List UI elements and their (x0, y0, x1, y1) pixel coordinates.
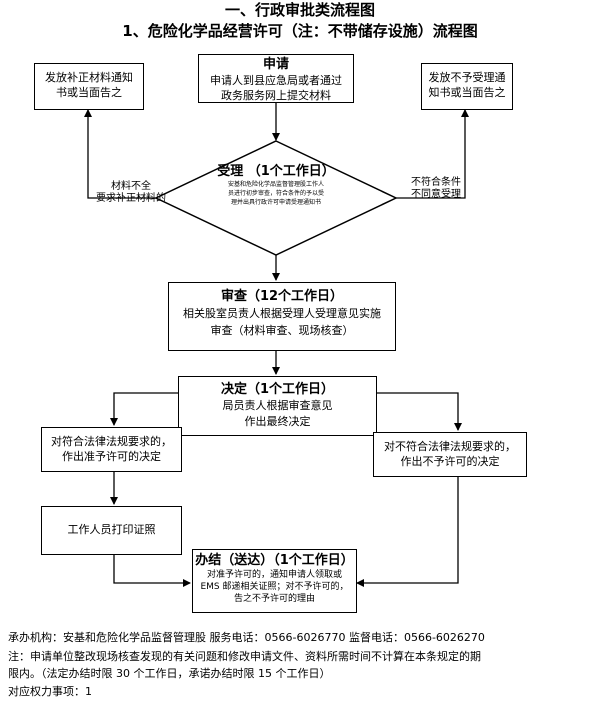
reject-notice-line2: 知书或当面告之 (428, 86, 506, 99)
review-box: 审查（12个工作日） 相关股室员责人根据受理人受理意见实施 审查（材料审查、现场… (168, 282, 396, 351)
edge-label-nonconform-line2: 不同意受理 (411, 189, 461, 200)
decide-heading: 决定（1个工作日） (220, 382, 335, 397)
review-body-line2: 审查（材料审查、现场核查） (210, 324, 354, 337)
edge-accept-to-supplement (84, 109, 156, 199)
footer-note-line2: 限内。（法定办结时限 30 个工作日，承诺办结时限 15 个工作日） (8, 667, 331, 680)
footer-note-line1: 注：申请单位整改现场核查发现的有关问题和修改申请文件、资料所需时间不计算在本条规… (8, 650, 481, 663)
review-heading: 审查（12个工作日） (220, 289, 344, 304)
accept-node: 受理 （1个工作日） 安基和危险化学品监督管理股工作人 员进行初步审查，符合条件… (196, 163, 356, 207)
edge-label-incomplete-line2: 要求补正材料的 (96, 193, 166, 204)
apply-heading: 申请 (262, 57, 289, 72)
reject-notice-box: 发放不予受理通 知书或当面告之 (421, 63, 513, 110)
accept-body-line1: 安基和危险化学品监督管理股工作人 (227, 181, 324, 188)
edge-label-nonconform: 不符合条件 不同意受理 (406, 177, 466, 201)
apply-box: 申请 申请人到县应急局或者通过 政务服务网上提交材料 (198, 54, 354, 103)
decide-box: 决定（1个工作日） 局员责人根据审查意见 作出最终决定 (178, 376, 377, 436)
reject-notice-line1: 发放不予受理通 (428, 71, 506, 84)
footer-contact: 承办机构：安基和危险化学品监督管理股 服务电话：0566-6026770 监督电… (8, 631, 485, 644)
print-box: 工作人员打印证照 (41, 506, 182, 555)
decide-body-line1: 局员责人根据审查意见 (222, 399, 333, 412)
supplement-notice-box: 发放补正材料通知 书或当面告之 (34, 63, 144, 110)
complete-body-line3: 告之不予许可的理由 (233, 594, 315, 604)
edge-decide-to-deny (376, 392, 462, 431)
apply-body-line2: 政务服务网上提交材料 (221, 89, 331, 102)
footer-power-item: 对应权力事项：1 (8, 685, 92, 698)
edge-label-incomplete: 材料不全 要求补正材料的 (90, 181, 172, 205)
deny-box: 对不符合法律法规要求的， 作出不予许可的决定 (373, 432, 527, 477)
decide-body-line2: 作出最终决定 (244, 415, 311, 428)
edge-label-incomplete-line1: 材料不全 (111, 181, 151, 192)
edge-decide-to-approve (110, 392, 178, 426)
accept-heading: 受理 （1个工作日） (217, 164, 335, 179)
edge-deny-to-complete (356, 477, 459, 587)
accept-body-line3: 理并出具行政许可申请受理通知书 (230, 199, 321, 206)
complete-body-line1: 对准予许可的，通知申请人领取或 (206, 570, 342, 580)
page-subtitle: 1、危险化学品经营许可（注：不带储存设施）流程图 (122, 22, 478, 40)
apply-body-line1: 申请人到县应急局或者通过 (210, 74, 342, 87)
accept-body-line2: 员进行初步审查，符合条件的予以受 (227, 190, 324, 197)
edge-accept-to-reject (396, 109, 469, 199)
approve-line2: 作出准予许可的决定 (62, 450, 161, 463)
deny-line2: 作出不予许可的决定 (400, 455, 500, 468)
complete-heading: 办结（送达）（1个工作日） (195, 553, 354, 568)
approve-line1: 对符合法律法规要求的， (51, 435, 172, 448)
supplement-notice-line1: 发放补正材料通知 (45, 71, 133, 84)
edge-print-to-complete (113, 555, 191, 587)
print-label: 工作人员打印证照 (67, 523, 156, 536)
complete-body-line2: EMS 邮递相关证照；对不予许可的， (200, 582, 349, 592)
page-title: 一、行政审批类流程图 (224, 1, 375, 19)
approve-box: 对符合法律法规要求的， 作出准予许可的决定 (41, 427, 182, 472)
review-body-line1: 相关股室员责人根据受理人受理意见实施 (183, 307, 381, 320)
complete-box: 办结（送达）（1个工作日） 对准予许可的，通知申请人领取或 EMS 邮递相关证照… (192, 549, 357, 613)
deny-line1: 对不符合法律法规要求的， (384, 440, 516, 453)
edge-label-nonconform-line1: 不符合条件 (411, 177, 461, 188)
supplement-notice-line2: 书或当面告之 (56, 86, 122, 99)
